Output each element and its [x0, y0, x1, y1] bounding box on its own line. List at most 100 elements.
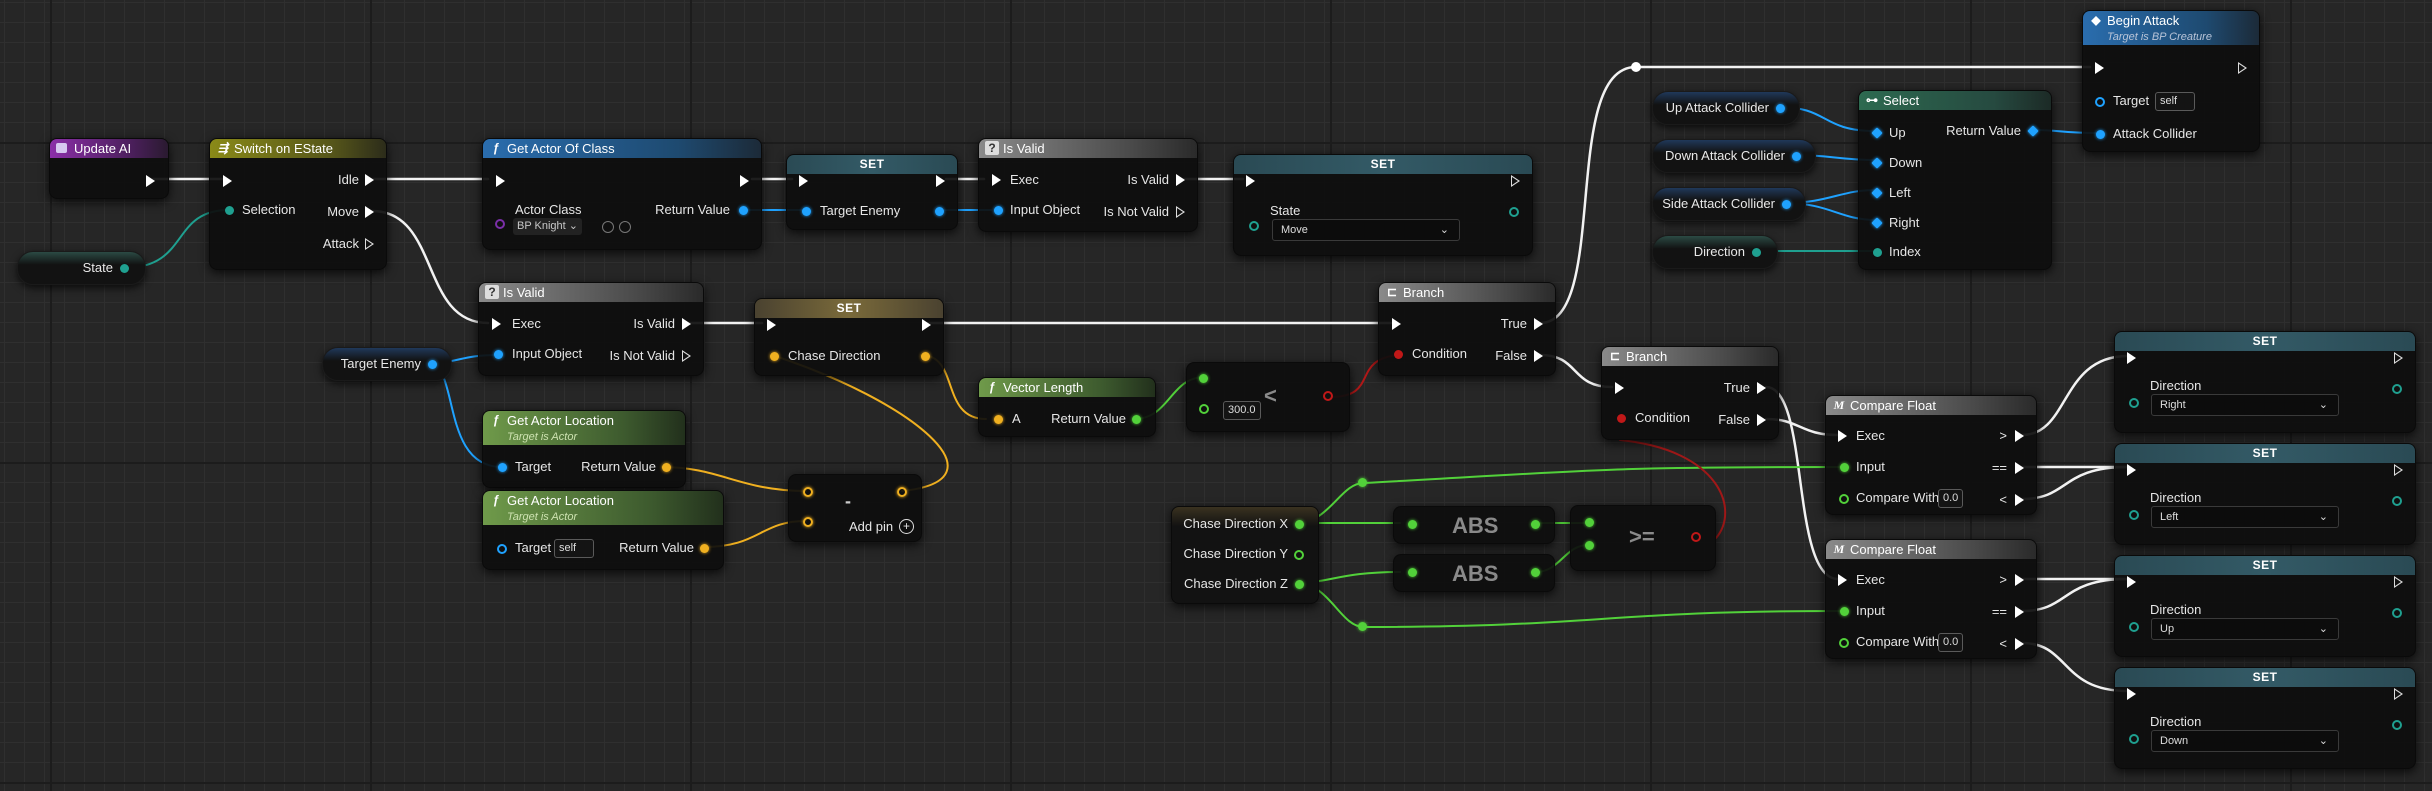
out-pin[interactable]: [1531, 520, 1540, 529]
exec-in-pin[interactable]: [2127, 352, 2136, 364]
set-direction-node-down[interactable]: SET Direction Down⌄: [2114, 667, 2416, 769]
compare-with-pin[interactable]: [1839, 638, 1849, 648]
b-pin[interactable]: [803, 517, 813, 527]
direction-dropdown[interactable]: Up⌄: [2151, 618, 2339, 640]
up-pin[interactable]: [1871, 127, 1883, 139]
switch-on-estate-node[interactable]: ⇶Switch on EState Selection Idle Move At…: [209, 138, 387, 270]
selection-pin[interactable]: [225, 206, 234, 215]
direction-variable[interactable]: Direction: [1652, 235, 1778, 269]
in-pin[interactable]: [1408, 568, 1417, 577]
target-pin[interactable]: [498, 463, 507, 472]
equal-pin[interactable]: [2015, 462, 2024, 474]
compare-with-field[interactable]: 0.0: [1938, 633, 1964, 652]
b-value-field[interactable]: 300.0: [1223, 401, 1261, 420]
exec-out-pin[interactable]: [2394, 464, 2403, 476]
direction-out-pin[interactable]: [2392, 384, 2402, 394]
exec-in-pin[interactable]: [492, 318, 501, 330]
state-out-pin[interactable]: [1509, 207, 1519, 217]
exec-in-pin[interactable]: [1392, 318, 1401, 330]
set-direction-node-up[interactable]: SET Direction Up⌄: [2114, 555, 2416, 657]
move-exec-pin[interactable]: [365, 206, 374, 218]
chase-direction-out-pin[interactable]: [921, 352, 930, 361]
left-pin[interactable]: [1871, 187, 1883, 199]
true-pin[interactable]: [1534, 318, 1543, 330]
branch-node-1[interactable]: ⊏Branch Condition True False: [1378, 282, 1556, 376]
direction-out-pin[interactable]: [2392, 608, 2402, 618]
right-pin[interactable]: [1871, 217, 1883, 229]
exec-in-pin[interactable]: [992, 174, 1001, 186]
state-in-pin[interactable]: [1249, 221, 1259, 231]
direction-out-pin[interactable]: [2392, 496, 2402, 506]
exec-in-pin[interactable]: [2127, 576, 2136, 588]
target-pin[interactable]: [497, 544, 507, 554]
reroute-knot[interactable]: [1358, 478, 1367, 487]
state-dropdown[interactable]: Move⌄: [1272, 219, 1460, 241]
return-value-pin[interactable]: [700, 544, 709, 553]
event-update-ai[interactable]: Update AI: [49, 138, 169, 199]
set-chase-direction-node[interactable]: SET Chase Direction: [754, 298, 944, 376]
target-enemy-out-pin[interactable]: [935, 207, 944, 216]
input-pin[interactable]: [1840, 607, 1849, 616]
greater-pin[interactable]: [2015, 430, 2024, 442]
reroute-knot[interactable]: [1358, 622, 1367, 631]
compare-with-field[interactable]: 0.0: [1938, 489, 1964, 508]
is-valid-node-1[interactable]: ?Is Valid Exec Is Valid Input Object Is …: [978, 138, 1198, 232]
out-pin[interactable]: [1782, 200, 1791, 209]
browse-icon[interactable]: [619, 221, 631, 233]
up-attack-collider-variable[interactable]: Up Attack Collider: [1652, 91, 1800, 125]
chase-direction-pin[interactable]: [770, 352, 779, 361]
target-enemy-pin[interactable]: [802, 207, 811, 216]
self-field[interactable]: self: [554, 539, 594, 558]
input-object-pin[interactable]: [494, 350, 503, 359]
less-than-node[interactable]: 300.0 <: [1186, 362, 1350, 432]
equal-pin[interactable]: [2015, 606, 2024, 618]
index-pin[interactable]: [1873, 248, 1882, 257]
greater-pin[interactable]: [2015, 574, 2024, 586]
exec-in-pin[interactable]: [1615, 382, 1624, 394]
a-pin[interactable]: [803, 487, 813, 497]
subtract-node[interactable]: - Add pin +: [788, 474, 922, 542]
idle-exec-pin[interactable]: [365, 174, 374, 186]
abs-node-2[interactable]: ABS: [1393, 554, 1555, 592]
x-pin[interactable]: [1295, 520, 1304, 529]
exec-out-pin[interactable]: [2394, 352, 2403, 364]
z-pin[interactable]: [1295, 580, 1304, 589]
exec-out-pin[interactable]: [2238, 62, 2247, 74]
exec-in-pin[interactable]: [2127, 464, 2136, 476]
false-pin[interactable]: [1757, 414, 1766, 426]
self-field[interactable]: self: [2155, 92, 2195, 111]
set-direction-node-right[interactable]: SET Direction Right⌄: [2114, 331, 2416, 433]
exec-out-pin[interactable]: [936, 175, 945, 187]
is-not-valid-pin[interactable]: [1176, 206, 1185, 218]
target-pin[interactable]: [2095, 97, 2105, 107]
set-state-node[interactable]: SET State Move⌄: [1233, 154, 1533, 256]
exec-out-pin[interactable]: [2394, 576, 2403, 588]
is-valid-pin[interactable]: [1176, 174, 1185, 186]
out-pin[interactable]: [1776, 104, 1785, 113]
exec-in-pin[interactable]: [2095, 62, 2104, 74]
down-pin[interactable]: [1871, 157, 1883, 169]
result-pin[interactable]: [1691, 532, 1701, 542]
input-pin[interactable]: [1840, 463, 1849, 472]
attack-collider-pin[interactable]: [2096, 130, 2105, 139]
out-pin[interactable]: [1752, 248, 1761, 257]
exec-in-pin[interactable]: [1246, 175, 1255, 187]
direction-in-pin[interactable]: [2129, 510, 2139, 520]
a-pin[interactable]: [994, 415, 1003, 424]
greater-equal-node[interactable]: >=: [1570, 505, 1716, 571]
b-pin[interactable]: [1585, 541, 1594, 550]
exec-in-pin[interactable]: [2127, 688, 2136, 700]
select-node[interactable]: ⊶Select Up Down Left Right Index Return …: [1858, 90, 2052, 270]
direction-dropdown[interactable]: Right⌄: [2151, 394, 2339, 416]
return-value-pin[interactable]: [2027, 125, 2039, 137]
is-valid-node-2[interactable]: ?Is Valid Exec Is Valid Input Object Is …: [478, 282, 704, 376]
target-enemy-variable[interactable]: Target Enemy: [322, 347, 452, 381]
break-vector-node[interactable]: Chase Direction X Chase Direction Y Chas…: [1171, 506, 1319, 604]
is-not-valid-pin[interactable]: [682, 350, 691, 362]
compare-with-pin[interactable]: [1839, 494, 1849, 504]
